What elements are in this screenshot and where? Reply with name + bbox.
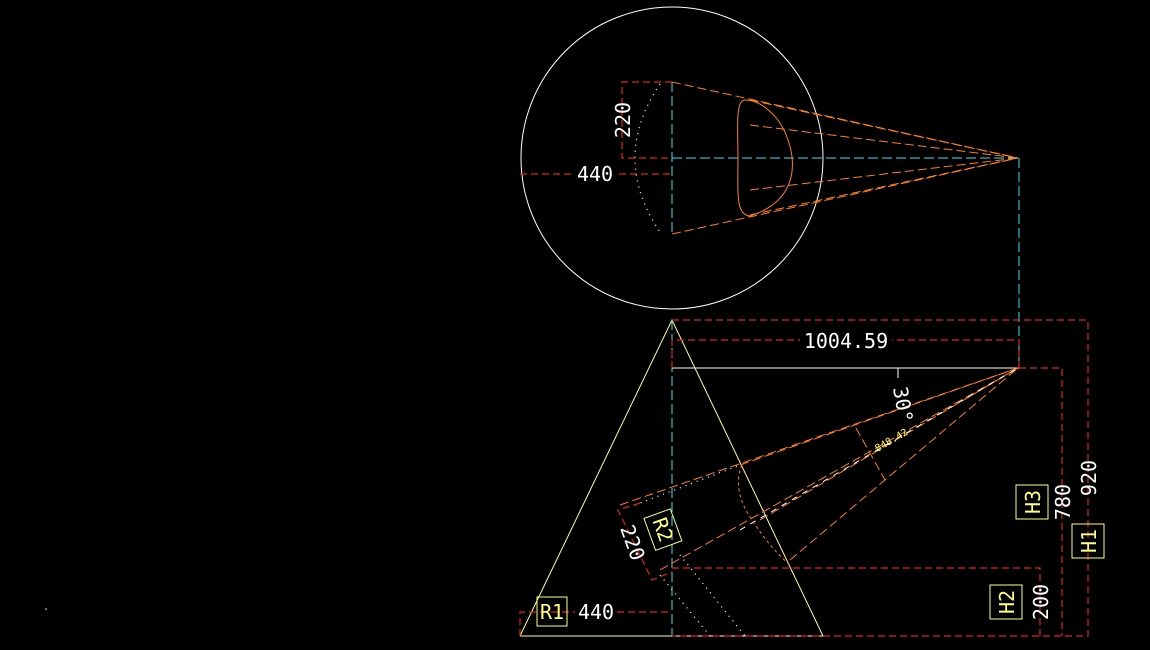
- tag-h2: H2: [989, 584, 1023, 620]
- proj-line-top-3: [749, 99, 1019, 159]
- proj-line-top-2: [671, 157, 1019, 235]
- proj-line-side-5: [789, 367, 1019, 561]
- dim-h2-frame: [672, 567, 1041, 636]
- proj-line-top-1: [671, 81, 1019, 159]
- top-d-shape: [737, 99, 793, 217]
- svg-text:H1: H1: [1077, 529, 1101, 553]
- dim-848-line: [855, 427, 886, 481]
- proj-line-side-4: [759, 367, 1019, 521]
- dim-label-920: 920: [1077, 460, 1101, 496]
- dim-label-220-side: 220: [615, 522, 650, 564]
- side-dotted-1: [634, 464, 741, 506]
- side-inner-axis: [739, 367, 1019, 531]
- svg-text:H3: H3: [1021, 490, 1045, 514]
- dim-label-200: 200: [1029, 584, 1053, 620]
- side-d-shape: [737, 464, 791, 566]
- tag-h1: H1: [1071, 523, 1105, 559]
- proj-line-side-3: [739, 367, 1019, 466]
- dim-label-780: 780: [1051, 484, 1075, 520]
- tag-r1: R1: [536, 596, 568, 627]
- proj-line-top-6: [749, 157, 1019, 216]
- dim-220-side: [617, 502, 673, 581]
- svg-text:R1: R1: [540, 600, 564, 624]
- dim-label-848: 848.42: [873, 427, 910, 455]
- angle-label: 30°: [888, 385, 918, 425]
- proj-line-top-4: [749, 124, 1019, 159]
- tag-h3: H3: [1015, 484, 1049, 520]
- dim-label-220-top: 220: [611, 102, 635, 138]
- dim-label-440-side: 440: [578, 600, 614, 624]
- side-dotted-3: [679, 554, 746, 637]
- proj-line-side-2: [659, 367, 1019, 571]
- proj-line-side-1: [619, 367, 1019, 506]
- dim-label-1004: 1004.59: [804, 329, 888, 353]
- tag-r2: R2: [643, 508, 683, 552]
- stray-point: [45, 608, 47, 610]
- dim-label-440-top: 440: [577, 162, 613, 186]
- top-dotted-arc: [634, 83, 661, 233]
- dim-h3-frame: [1019, 367, 1063, 636]
- dim-440-side: [519, 611, 672, 636]
- dim-220-top: [621, 81, 672, 159]
- side-dotted-2: [659, 574, 711, 637]
- proj-line-top-5: [749, 157, 1019, 191]
- svg-text:H2: H2: [995, 590, 1019, 614]
- dim-h1-frame: [672, 319, 1089, 637]
- top-view-circle: [520, 6, 824, 310]
